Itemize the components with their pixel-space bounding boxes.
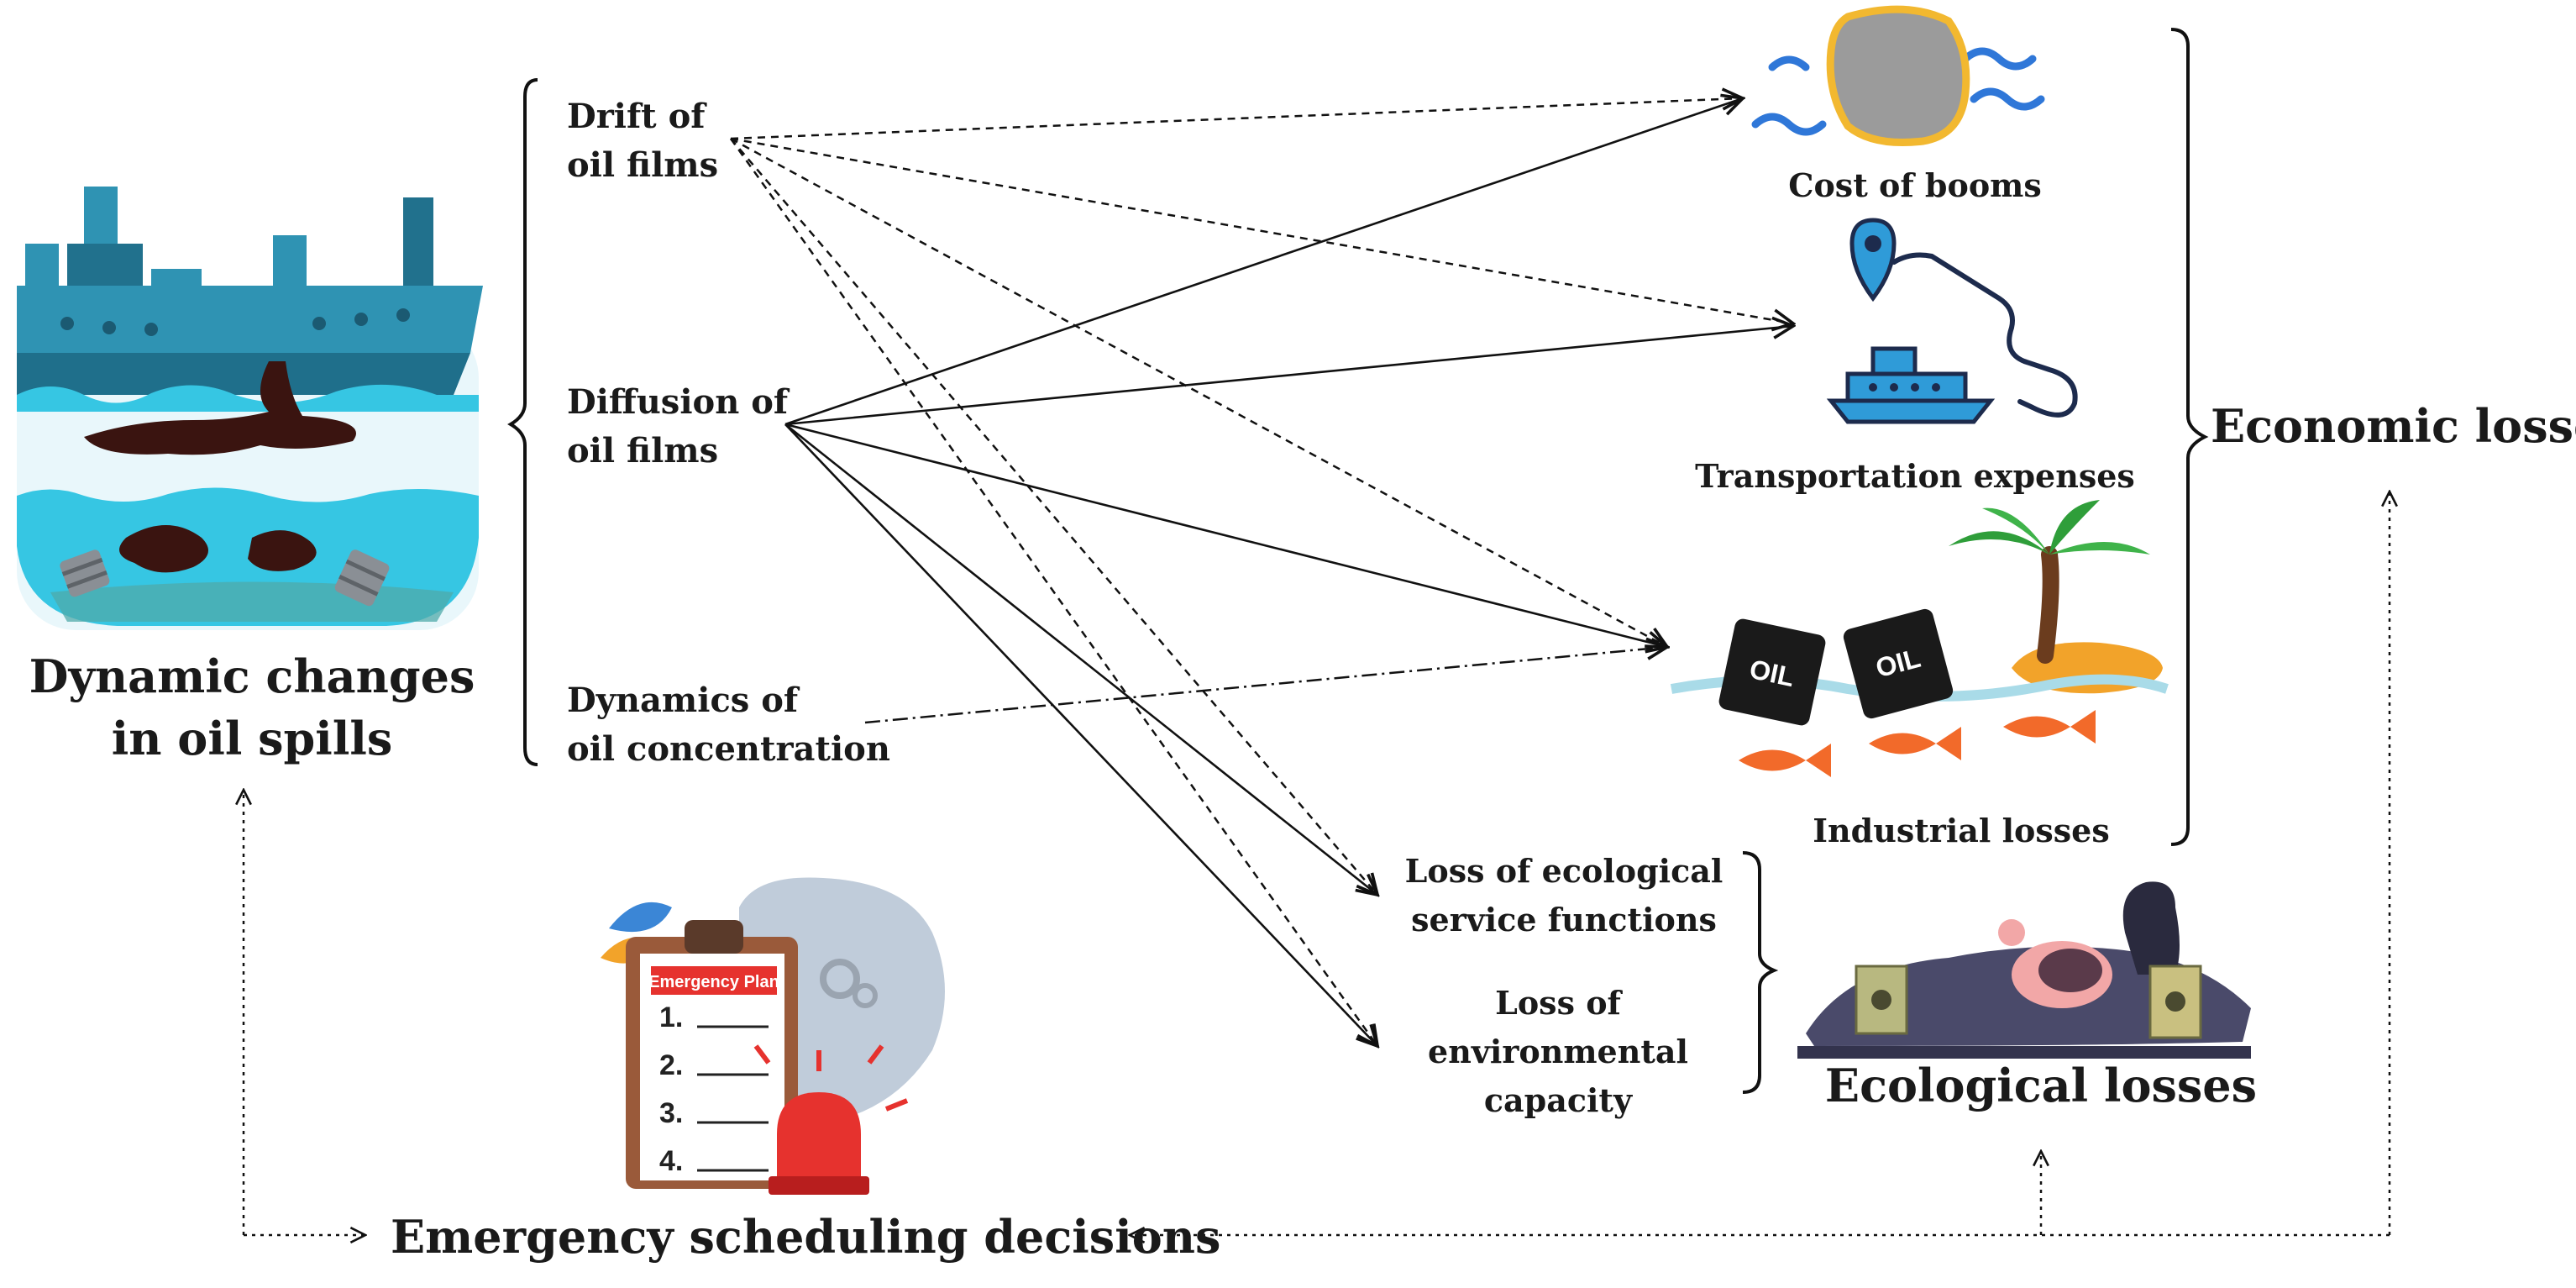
loss-ecological-service-line2: service functions: [1411, 901, 1717, 938]
diffusion-arrows: [784, 98, 1793, 1046]
loss-environmental-capacity-line1: Loss of: [1495, 984, 1621, 1022]
cause-concentration-line2: oil concentration: [567, 729, 890, 769]
cause-diffusion: Diffusion of oil films: [567, 378, 788, 476]
plan-item-1: 1.: [659, 1001, 683, 1033]
cause-diffusion-line2: oil films: [567, 431, 719, 471]
cause-diffusion-line1: Diffusion of: [567, 382, 789, 422]
ecological-losses-label: Ecological losses: [1824, 1059, 2258, 1112]
boom-icon: [1751, 5, 2045, 147]
cause-concentration: Dynamics of oil concentration: [567, 676, 890, 774]
loss-environmental-capacity-line2: environmental: [1428, 1033, 1688, 1070]
economic-brace: [2170, 28, 2209, 846]
plan-title: Emergency Plan: [648, 973, 779, 991]
polluted-wildlife-icon: [1797, 881, 2251, 1059]
dynamic-changes-title: Dynamic changes in oil spills: [29, 645, 475, 770]
cause-drift: Drift of oil films: [567, 92, 718, 190]
cause-drift-line1: Drift of: [567, 97, 706, 136]
underwater-icon: [17, 487, 479, 626]
plan-item-2: 2.: [659, 1049, 683, 1081]
causes-brace: [507, 78, 538, 766]
oil-slick-icon: [84, 361, 356, 455]
emergency-plan-icon: Emergency Plan 1. 2. 3. 4.: [601, 877, 945, 1189]
ecological-brace: [1742, 851, 1779, 1094]
ship-route-icon: [1826, 218, 2078, 424]
feedback-connectors: [244, 492, 2390, 1235]
plan-item-3: 3.: [659, 1097, 683, 1129]
cause-concentration-line1: Dynamics of: [567, 681, 799, 720]
dynamic-changes-title-line1: Dynamic changes: [29, 649, 475, 703]
cause-drift-line2: oil films: [567, 145, 719, 185]
plan-item-4: 4.: [659, 1145, 683, 1177]
loss-ecological-service-line1: Loss of ecological: [1404, 852, 1723, 890]
siren-icon: [753, 1044, 909, 1195]
loss-environmental-capacity: Loss of environmental capacity: [1428, 979, 1688, 1125]
emergency-decisions-label: Emergency scheduling decisions: [391, 1210, 1221, 1264]
economic-losses-label: Economic losses: [2211, 399, 2576, 453]
loss-ecological-service: Loss of ecological service functions: [1405, 847, 1723, 944]
industrial-losses-label: Industrial losses: [1813, 812, 2110, 849]
drift-arrows: [729, 98, 1793, 1046]
industry-icon: OIL OIL: [1670, 500, 2169, 777]
cost-of-booms-label: Cost of booms: [1788, 166, 2042, 204]
dynamic-changes-title-line2: in oil spills: [111, 712, 393, 765]
transportation-expenses-label: Transportation expenses: [1695, 457, 2135, 495]
loss-environmental-capacity-line3: capacity: [1483, 1081, 1633, 1119]
concentration-arrow: [864, 647, 1667, 724]
